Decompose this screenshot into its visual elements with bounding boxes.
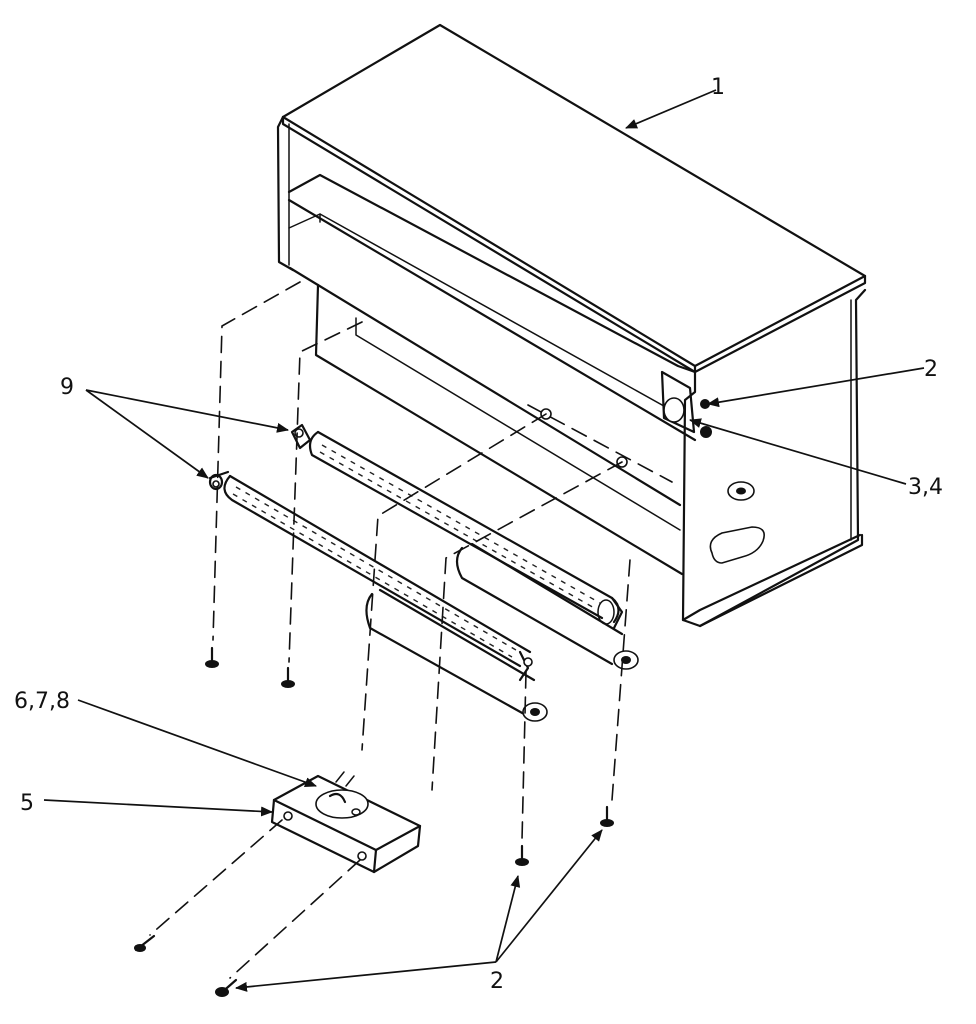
screw-3 [515, 844, 529, 866]
screws [134, 646, 614, 997]
callout-screws-bottom: 2 [490, 969, 504, 994]
orifice-fitting [315, 789, 369, 819]
callout-nut-washer: 3,4 [908, 475, 943, 500]
alignment-lines [149, 281, 631, 979]
leader-lines [43, 89, 925, 992]
valve-bracket [270, 771, 422, 874]
callout-burner-tubes: 9 [60, 375, 74, 400]
screw-5 [134, 934, 156, 952]
housing-box [276, 23, 867, 628]
end-panel-hole-slot [709, 526, 765, 564]
callout-screw-top: 2 [924, 357, 938, 382]
screw-4 [600, 805, 614, 827]
screw-2 [281, 666, 295, 688]
screw-1 [205, 646, 219, 668]
callout-housing: 1 [711, 75, 725, 100]
callout-bracket: 5 [20, 791, 34, 816]
callout-valve-parts: 6,7,8 [14, 689, 70, 714]
burner-support-rail [527, 404, 673, 483]
nut-washer [663, 397, 685, 423]
screw-6 [215, 978, 238, 997]
